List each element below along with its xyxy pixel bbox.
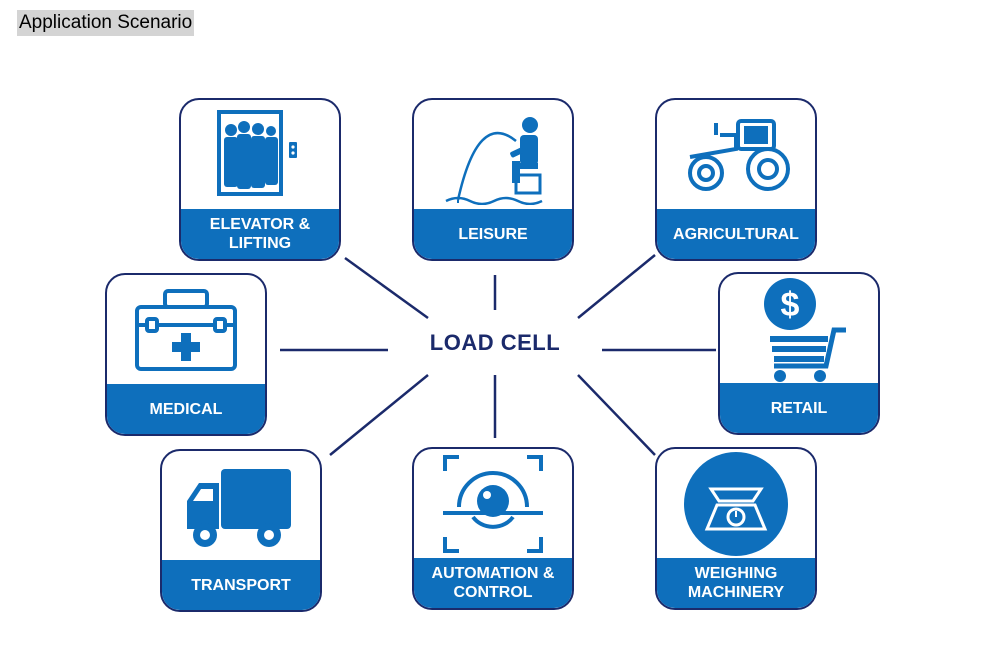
card-weighing-machinery: WEIGHING MACHINERY: [655, 447, 817, 610]
tractor-icon: [688, 119, 790, 191]
card-leisure: LEISURE: [412, 98, 574, 261]
card-label: AGRICULTURAL: [657, 209, 815, 259]
card-label: AUTOMATION & CONTROL: [414, 558, 572, 608]
page-heading: Application Scenario: [17, 10, 195, 36]
card-label: WEIGHING MACHINERY: [657, 558, 815, 608]
card-label: MEDICAL: [107, 384, 265, 434]
medical-kit-icon: [135, 288, 237, 371]
card-automation-control: AUTOMATION & CONTROL: [412, 447, 574, 610]
truck-icon: [187, 468, 291, 547]
card-label: ELEVATOR & LIFTING: [181, 209, 339, 259]
card-transport: TRANSPORT: [160, 449, 322, 612]
scale-icon: [684, 451, 788, 556]
card-label: RETAIL: [720, 383, 878, 433]
load-cell-label: LOAD CELL: [429, 330, 561, 355]
card-retail: $ RETAIL: [718, 272, 880, 435]
card-agricultural: AGRICULTURAL: [655, 98, 817, 261]
shopping-cart-icon: $: [764, 277, 846, 382]
eye-scan-icon: [443, 454, 543, 553]
card-medical: MEDICAL: [105, 273, 267, 436]
svg-text:$: $: [781, 286, 800, 324]
card-label: LEISURE: [414, 209, 572, 259]
fishing-icon: [445, 116, 543, 205]
elevator-icon: [217, 109, 297, 196]
card-label: TRANSPORT: [162, 560, 320, 610]
card-elevator-lifting: ELEVATOR & LIFTING: [179, 98, 341, 261]
